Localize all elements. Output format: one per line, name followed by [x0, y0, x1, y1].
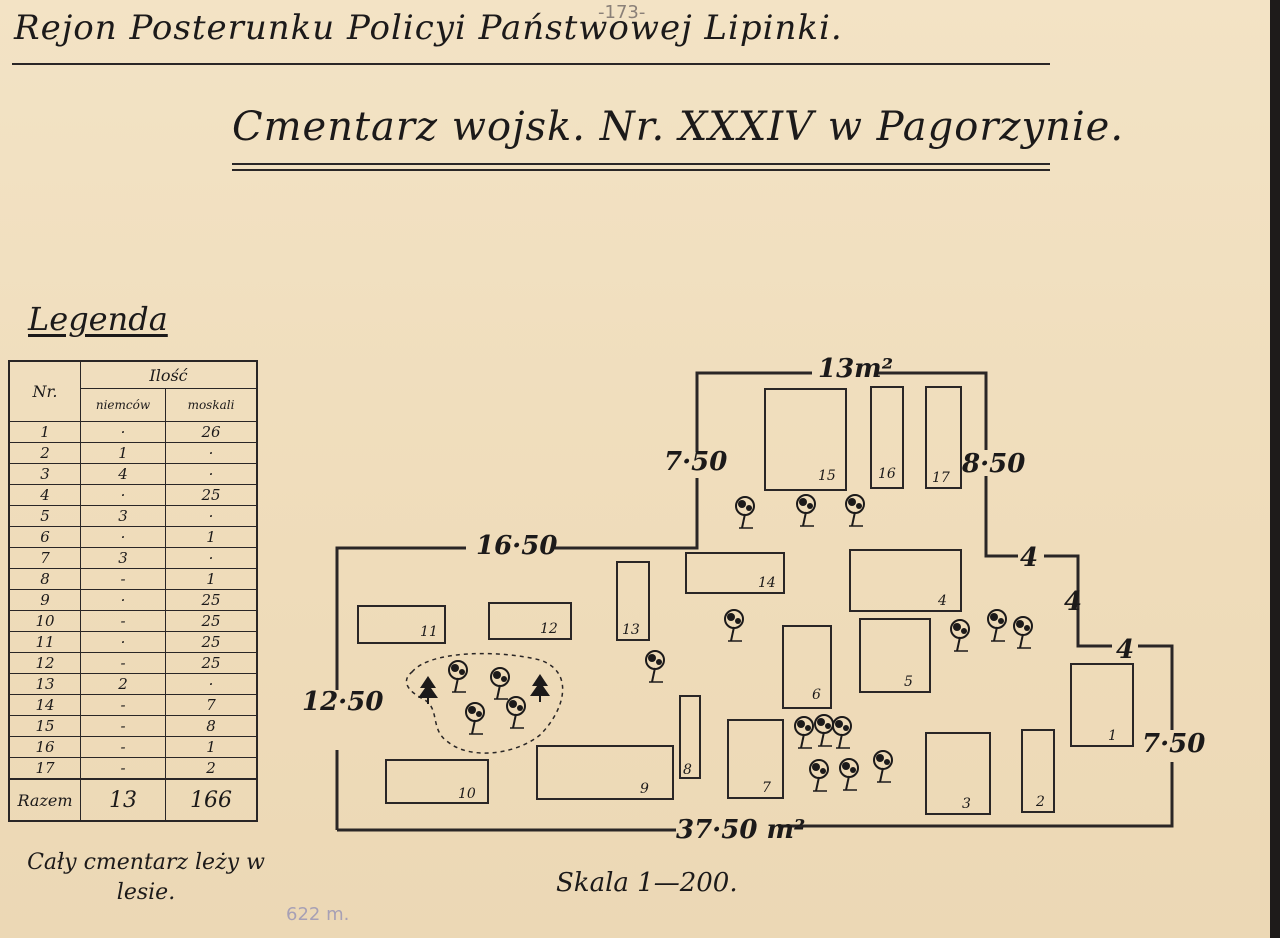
dim-step-b: 4 [1064, 587, 1082, 617]
grave-3: 3 [925, 732, 991, 815]
dim-right: 7·50 [1142, 729, 1205, 759]
grave-4: 4 [849, 549, 962, 612]
legend-row: 14-7 [8, 694, 258, 716]
grave-11: 11 [357, 605, 446, 644]
legend-total-row: Razem 13 166 [8, 778, 258, 822]
grave-16: 16 [870, 386, 904, 489]
legend-total-germans: 13 [80, 778, 166, 822]
tree-cluster-outline [405, 652, 564, 754]
grave-10-label: 10 [458, 786, 476, 802]
dim-right-upper: 8·50 [961, 449, 1025, 479]
dim-step-c: 4 [1116, 635, 1134, 665]
legend-cell-germans: - [80, 736, 166, 758]
dim-top: 13m² [818, 354, 893, 384]
dim-left-upper: 7·50 [664, 447, 727, 477]
grave-5-label: 5 [904, 674, 913, 690]
grave-15-label: 15 [818, 468, 836, 484]
grave-3-label: 3 [962, 796, 971, 812]
grave-9: 9 [536, 745, 674, 800]
legend-cell-russians: 25 [165, 631, 258, 653]
dim-step-a: 4 [1020, 543, 1038, 573]
grave-11-label: 11 [420, 624, 438, 640]
grave-8-label: 8 [683, 762, 692, 778]
grave-17-label: 17 [932, 470, 950, 486]
grave-12: 12 [488, 602, 572, 640]
legend-row: 4·25 [8, 484, 258, 506]
legend-cell-russians: 25 [165, 484, 258, 506]
legend-total-label: Razem [8, 778, 81, 822]
legend-row: 6·1 [8, 526, 258, 548]
forest-note: Cały cmentarz leży w lesie. [27, 850, 265, 905]
legend-cell-number: 16 [8, 736, 81, 758]
grave-14-label: 14 [758, 575, 776, 591]
grave-1: 1 [1070, 663, 1134, 747]
legend-row: 17-2 [8, 757, 258, 780]
grave-12-label: 12 [540, 621, 558, 637]
legend-row: 16-1 [8, 736, 258, 758]
legend-header-russians: moskali [165, 388, 258, 422]
grave-6-label: 6 [812, 687, 821, 703]
legend-row: 15-8 [8, 715, 258, 737]
header-underline [12, 63, 1050, 65]
grave-15: 15 [764, 388, 847, 491]
grave-17: 17 [925, 386, 962, 489]
grave-2: 2 [1021, 729, 1055, 813]
dim-left: 12·50 [302, 687, 383, 717]
grave-5: 5 [859, 618, 931, 693]
grave-13-label: 13 [622, 622, 640, 638]
legend-title: Legenda [28, 300, 168, 338]
grave-7: 7 [727, 719, 784, 799]
title-underline [232, 163, 1050, 165]
legend-cell-russians: 25 [165, 610, 258, 632]
grave-16-label: 16 [878, 466, 896, 482]
scale-label: Skala 1—200. [556, 868, 738, 898]
grave-1-label: 1 [1108, 728, 1117, 744]
header-district: Rejon Posterunku Policyi Państwowej Lipi… [14, 8, 843, 48]
grave-7-label: 7 [762, 780, 771, 796]
title-underline-second [232, 169, 1050, 171]
legend-total-russians: 166 [165, 778, 258, 822]
grave-4-label: 4 [937, 593, 947, 609]
grave-6: 6 [782, 625, 832, 709]
cemetery-boundary [335, 371, 1174, 832]
legend-cell-germans: - [80, 757, 166, 780]
dim-left-mid: 16·50 [476, 531, 557, 561]
scan-edge [1270, 0, 1280, 938]
grave-10: 10 [385, 759, 489, 804]
legend-cell-russians: 25 [165, 589, 258, 611]
document-title: Cmentarz wojsk. Nr. XXXIV w Pagorzynie. [232, 104, 1125, 150]
legend-row: 12-25 [8, 652, 258, 674]
legend-row: 10-25 [8, 610, 258, 632]
dim-bottom: 37·50 m² [676, 815, 805, 845]
grave-13: 13 [616, 561, 650, 641]
archive-number: -173- [598, 2, 646, 23]
grave-8: 8 [679, 695, 701, 779]
legend-cell-germans: · [80, 421, 166, 443]
grave-9-label: 9 [640, 781, 649, 797]
legend-row: 11·25 [8, 631, 258, 653]
legend-cell-russians: 1 [165, 736, 258, 758]
legend-row: 8-1 [8, 568, 258, 590]
grave-14: 14 [685, 552, 785, 594]
grave-2-label: 2 [1035, 794, 1045, 810]
pencil-note: 622 m. [286, 904, 350, 925]
